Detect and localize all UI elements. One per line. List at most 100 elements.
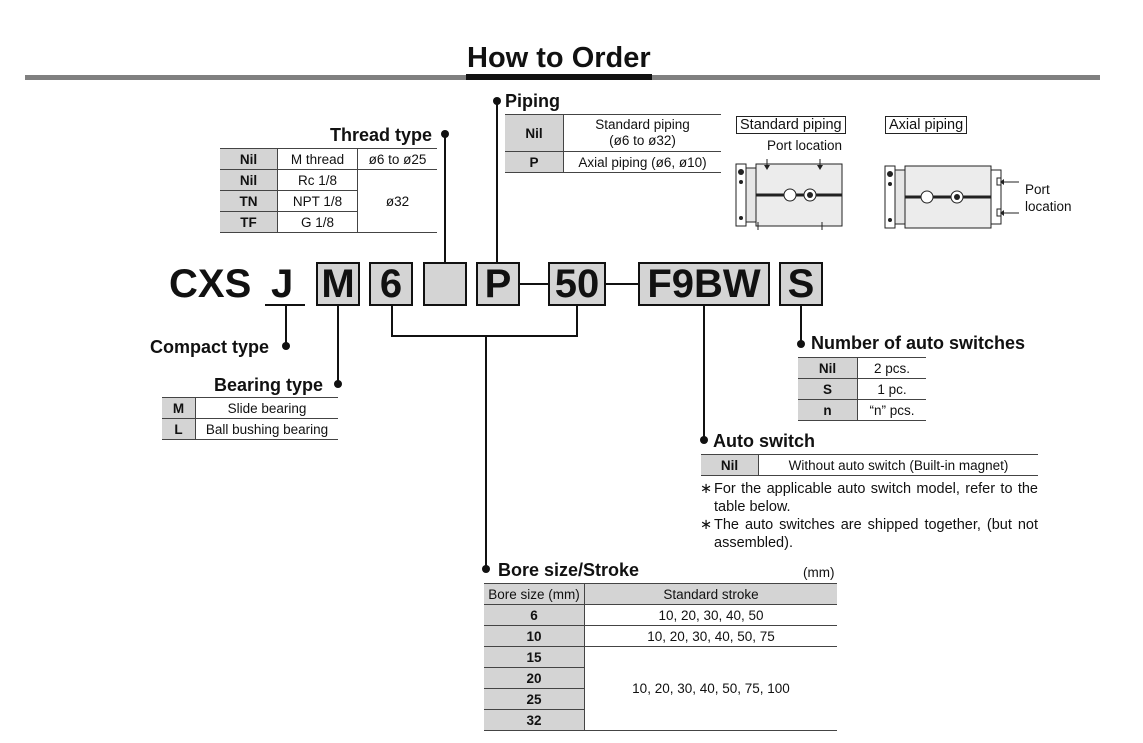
axial-port-label-1: Port (1025, 182, 1050, 197)
thread-dot (441, 130, 449, 138)
standard-port-label: Port location (767, 138, 843, 153)
bore-size: 6 (484, 604, 585, 626)
bore-size: 25 (484, 688, 585, 710)
thread-connector (444, 134, 446, 262)
bore-col-stroke: Standard stroke (663, 586, 759, 602)
qty-desc: “n” pcs. (869, 402, 915, 418)
qty-code: n (798, 399, 858, 421)
qty-code: Nil (798, 357, 858, 379)
thread-type: Rc 1/8 (277, 169, 358, 191)
table-row: Nil Rc 1/8 ø32 (220, 169, 437, 209)
note-text: The auto switches are shipped together, … (714, 517, 1038, 551)
qty-code: S (798, 378, 858, 400)
code-box-bore: 6 (369, 262, 413, 306)
qty-connector (800, 306, 802, 344)
qty-table: Nil 2 pcs. S 1 pc. n “n” pcs. (798, 357, 926, 421)
piping-code: Nil (505, 114, 564, 152)
qty-title: Number of auto switches (811, 333, 1026, 353)
auto-title: Auto switch (713, 431, 815, 451)
note-text: For the applicable auto switch model, re… (714, 481, 1038, 515)
table-row: 6 10, 20, 30, 40, 50 (484, 604, 837, 626)
code-box-switch: F9BW (638, 262, 770, 306)
table-row: 10 10, 20, 30, 40, 50, 75 (484, 625, 837, 647)
thread-code: TN (220, 190, 278, 212)
bore-col-size: Bore size (mm) (484, 583, 585, 605)
table-row: n “n” pcs. (798, 399, 926, 421)
dash-1 (520, 283, 548, 285)
thread-type: NPT 1/8 (277, 190, 358, 212)
model-j: J (271, 262, 294, 306)
thread-size-merged: ø32 (385, 193, 410, 209)
table-row: L Ball bushing bearing (162, 418, 338, 440)
note-mark: ∗ (700, 481, 713, 497)
bore-unit: (mm) (803, 565, 835, 580)
table-row: P Axial piping (ø6, ø10) (505, 151, 721, 173)
bore-stroke-merged: 10, 20, 30, 40, 50, 75, 100 (632, 681, 790, 696)
thread-code: Nil (220, 148, 278, 170)
standard-piping-label: Standard piping (736, 116, 846, 134)
axial-piping-label: Axial piping (885, 116, 968, 134)
auto-code: Nil (701, 454, 759, 476)
auto-table: Nil Without auto switch (Built-in magnet… (701, 454, 1038, 476)
compact-title: Compact type (150, 337, 270, 357)
thread-title: Thread type (330, 125, 433, 145)
bearing-code: L (162, 418, 196, 440)
bore-stroke: 10, 20, 30, 40, 50, 75 (647, 628, 775, 644)
table-row: Nil M thread ø6 to ø25 (220, 148, 437, 170)
bore-stroke: 10, 20, 30, 40, 50 (658, 607, 764, 623)
auto-note: ∗ For the applicable auto switch model, … (700, 480, 1038, 516)
bore-bracket-left (391, 306, 393, 336)
bore-connector (485, 335, 487, 569)
piping-dot (493, 97, 501, 105)
auto-dot (700, 436, 708, 444)
bore-bracket-bottom (391, 335, 578, 337)
bearing-table: M Slide bearing L Ball bushing bearing (162, 397, 338, 440)
piping-connector (496, 101, 498, 262)
model-prefix: CXS (169, 262, 252, 306)
thread-type: M thread (277, 148, 358, 170)
bearing-connector (337, 306, 339, 384)
bore-dot (482, 565, 490, 573)
axial-port-label-2: location (1025, 199, 1072, 214)
table-row: Nil Standard piping (ø6 to ø32) (505, 114, 722, 152)
piping-desc: Standard piping (ø6 to ø32) (564, 115, 722, 152)
bore-size: 15 (484, 646, 585, 668)
table-row: Nil Without auto switch (Built-in magnet… (701, 454, 1038, 476)
table-header-row: Bore size (mm) Standard stroke (484, 583, 837, 605)
piping-desc-line2: (ø6 to ø32) (609, 133, 676, 148)
bearing-desc: Ball bushing bearing (205, 421, 329, 437)
piping-desc: Axial piping (ø6, ø10) (578, 154, 707, 170)
code-box-piping: P (476, 262, 520, 306)
piping-desc-line1: Standard piping (595, 117, 690, 132)
table-row: TF G 1/8 (220, 211, 437, 233)
qty-desc: 1 pc. (877, 381, 907, 397)
j-underline (265, 304, 305, 306)
bearing-desc: Slide bearing (227, 400, 307, 416)
axial-piping-diagram (884, 165, 1019, 229)
thread-type: G 1/8 (277, 211, 358, 233)
table-row: Nil 2 pcs. (798, 357, 926, 379)
compact-connector (285, 306, 287, 346)
auto-desc: Without auto switch (Built-in magnet) (788, 457, 1009, 473)
table-row: 15 10, 20, 30, 40, 50, 75, 100 (484, 646, 837, 696)
code-box-bearing: M (316, 262, 360, 306)
table-row: M Slide bearing (162, 397, 338, 419)
piping-title: Piping (505, 91, 560, 111)
standard-piping-diagram (735, 159, 843, 230)
note-mark: ∗ (700, 517, 713, 533)
thread-code: Nil (220, 169, 278, 191)
bore-size: 32 (484, 709, 585, 731)
table-row: S 1 pc. (798, 378, 926, 400)
piping-table: Nil Standard piping (ø6 to ø32) P Axial … (505, 114, 721, 173)
bore-size: 10 (484, 625, 585, 647)
auto-connector (703, 306, 705, 440)
auto-notes: ∗ For the applicable auto switch model, … (700, 480, 1038, 552)
compact-dot (282, 342, 290, 350)
code-box-qty: S (779, 262, 823, 306)
code-box-stroke: 50 (548, 262, 606, 306)
thread-table: Nil M thread ø6 to ø25 Nil Rc 1/8 ø32 TN… (220, 148, 437, 233)
bore-size: 20 (484, 667, 585, 689)
title-underline (466, 74, 652, 80)
dash-2 (606, 283, 638, 285)
qty-desc: 2 pcs. (873, 360, 911, 376)
